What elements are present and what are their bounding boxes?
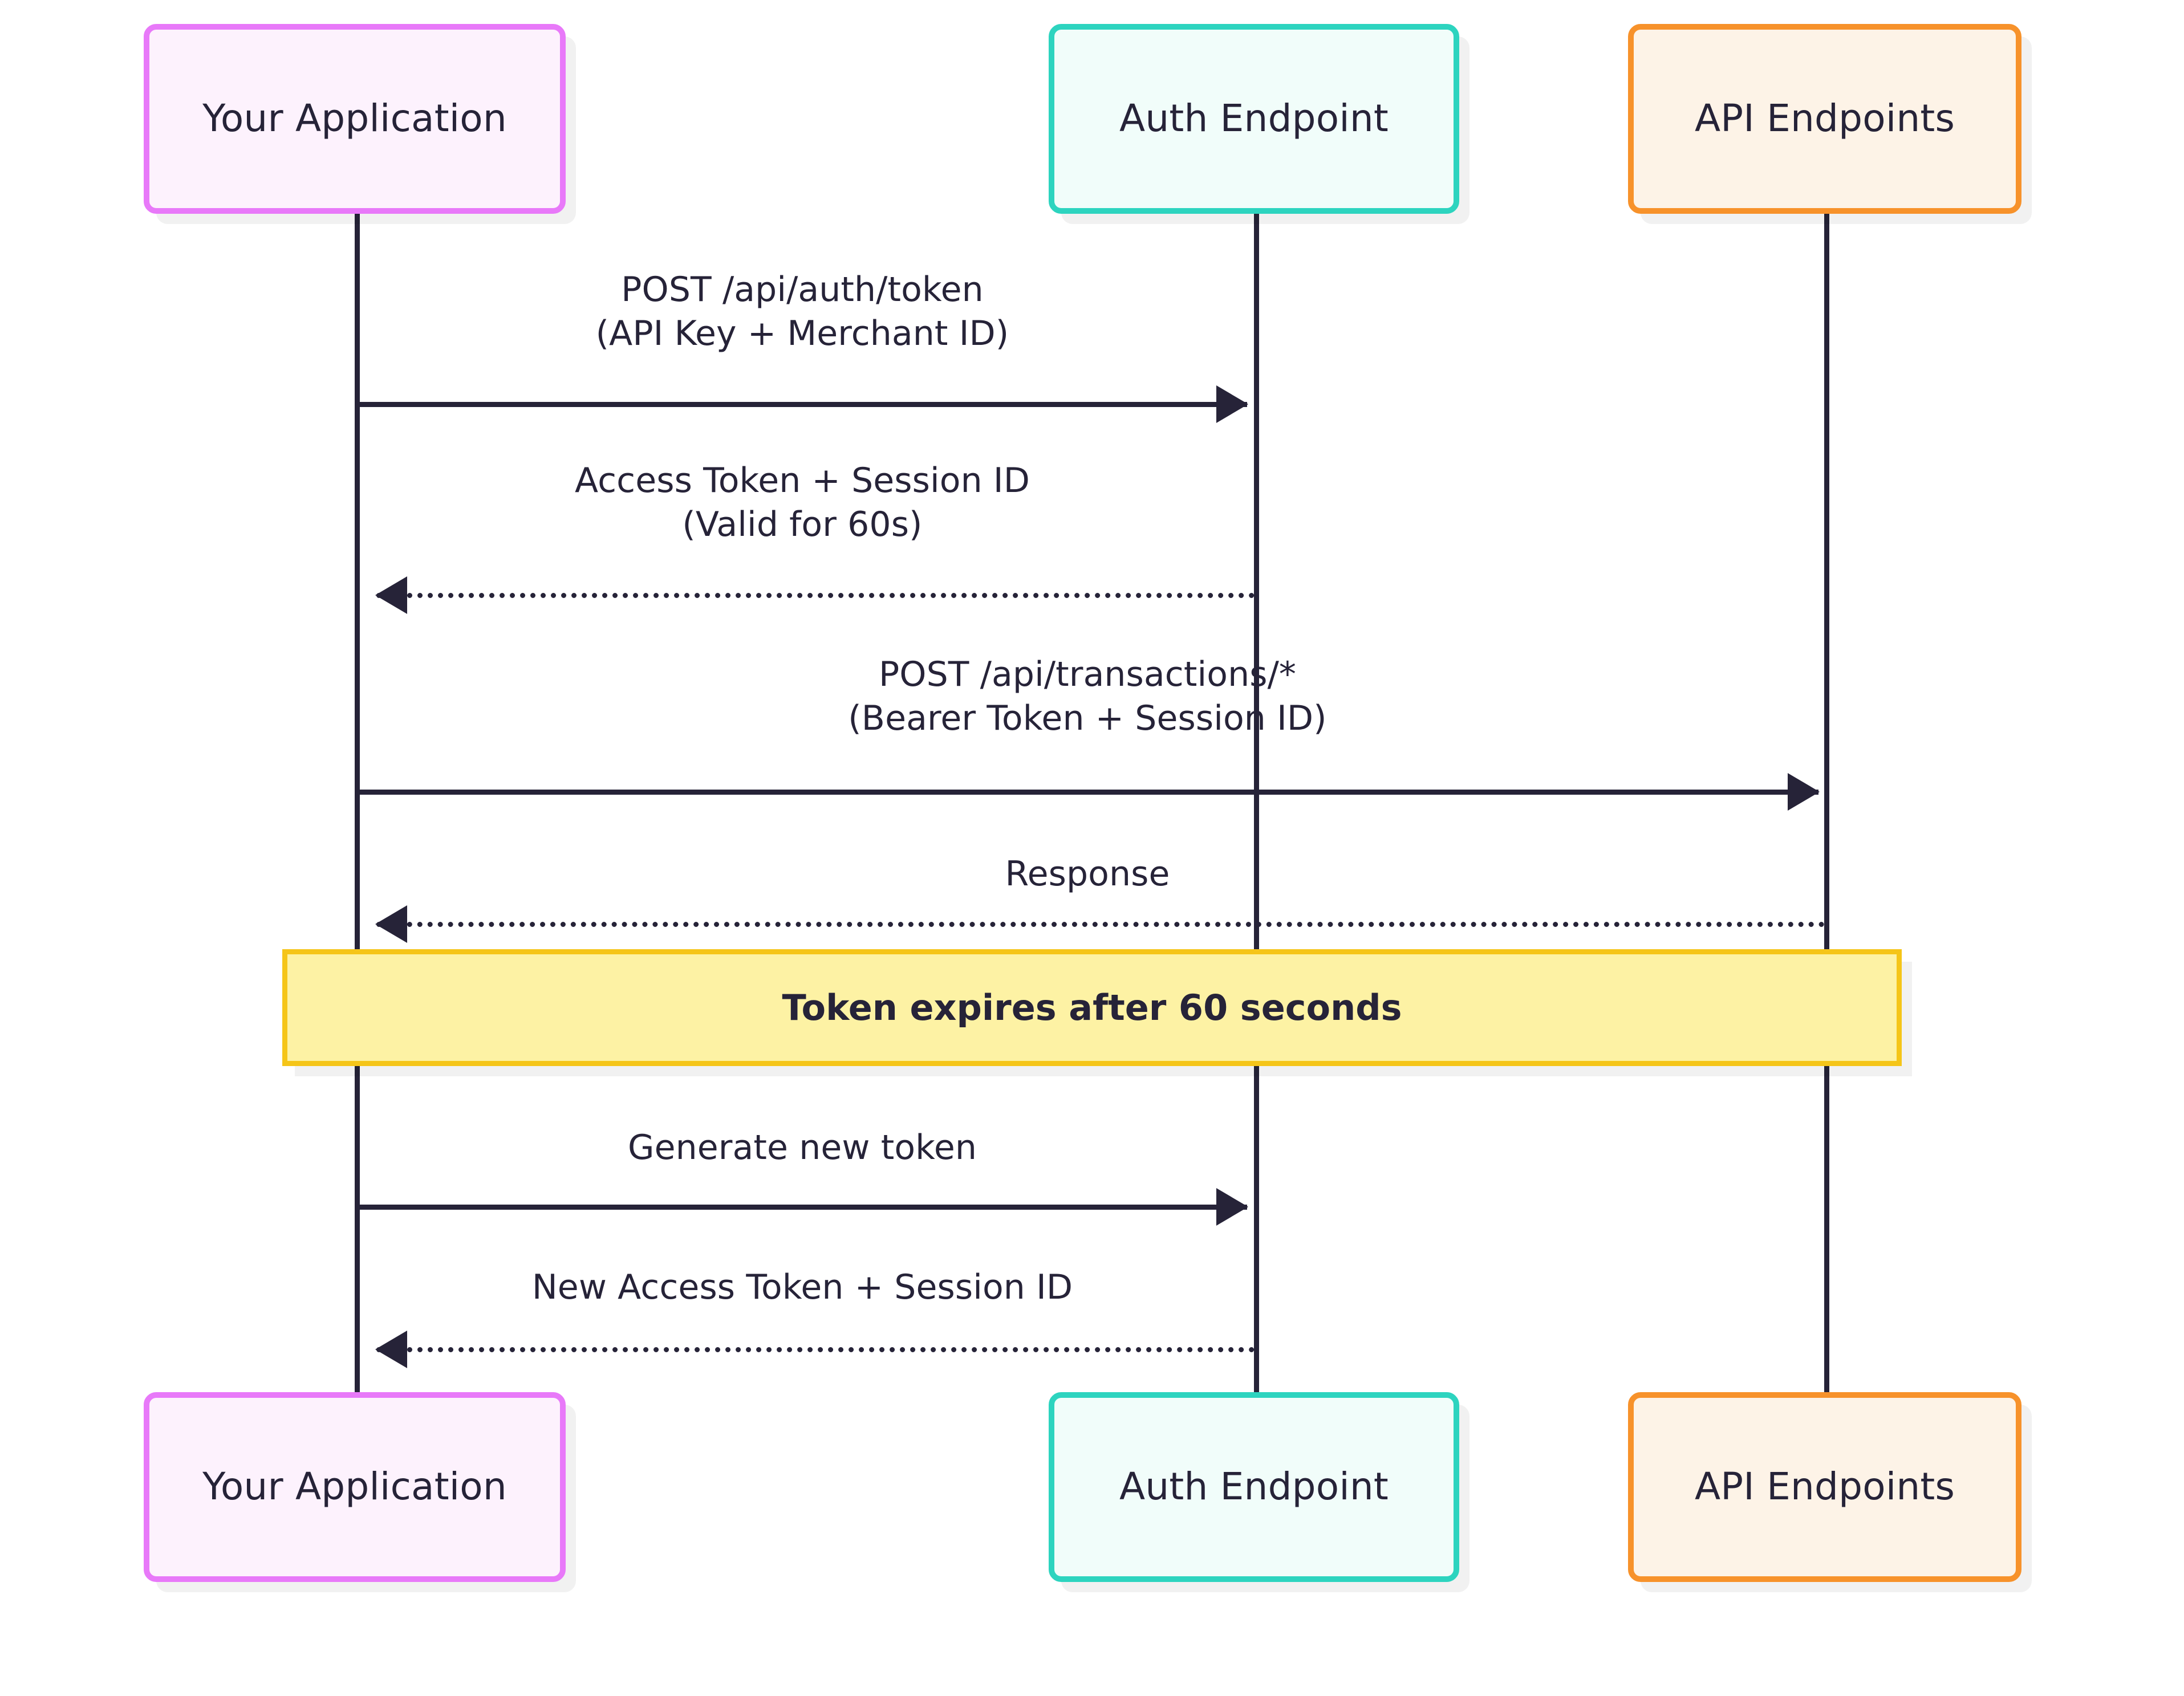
note-token-expiry-label: Token expires after 60 seconds	[782, 987, 1402, 1028]
arrow-head-right-icon	[1788, 773, 1820, 811]
actor-footer-your-application-label: Your Application	[202, 1465, 507, 1509]
actor-header-api-endpoints[interactable]: API Endpoints	[1628, 24, 2021, 214]
actor-header-auth-endpoint[interactable]: Auth Endpoint	[1049, 24, 1459, 214]
lifeline-api-endpoints	[1824, 214, 1829, 1394]
message-label-3: POST /api/transactions/* (Bearer Token +…	[848, 654, 1327, 738]
actor-footer-api-endpoints[interactable]: API Endpoints	[1628, 1392, 2021, 1582]
arrow-head-left-icon	[375, 576, 407, 614]
message-label-5: Generate new token	[628, 1128, 977, 1168]
message-label-6: New Access Token + Session ID	[531, 1267, 1073, 1307]
arrow-head-right-icon	[1216, 385, 1248, 423]
actor-footer-api-endpoints-label: API Endpoints	[1694, 1465, 1955, 1509]
message-label-2: Access Token + Session ID (Valid for 60s…	[575, 461, 1030, 544]
actor-header-api-endpoints-label: API Endpoints	[1694, 96, 1955, 141]
note-token-expiry: Token expires after 60 seconds	[282, 949, 1902, 1066]
actor-header-auth-endpoint-label: Auth Endpoint	[1119, 96, 1389, 141]
actor-footer-auth-endpoint[interactable]: Auth Endpoint	[1049, 1392, 1459, 1582]
actor-footer-auth-endpoint-label: Auth Endpoint	[1119, 1465, 1389, 1509]
message-arrow-3-line	[358, 790, 1818, 795]
message-arrow-1-line	[358, 402, 1247, 407]
message-arrow-2-line	[376, 593, 1255, 598]
arrow-head-left-icon	[375, 905, 407, 943]
actor-header-your-application-label: Your Application	[202, 96, 507, 141]
arrow-head-left-icon	[375, 1331, 407, 1368]
message-arrow-6-line	[376, 1347, 1255, 1352]
actor-footer-your-application[interactable]: Your Application	[144, 1392, 566, 1582]
actor-header-your-application[interactable]: Your Application	[144, 24, 566, 214]
arrow-head-right-icon	[1216, 1188, 1248, 1226]
message-label-1: POST /api/auth/token (API Key + Merchant…	[595, 270, 1009, 353]
message-label-4: Response	[1005, 854, 1170, 894]
lifeline-your-application	[355, 214, 360, 1394]
message-arrow-4-line	[376, 922, 1825, 927]
lifeline-auth-endpoint	[1254, 214, 1259, 1394]
message-arrow-5-line	[358, 1205, 1247, 1210]
